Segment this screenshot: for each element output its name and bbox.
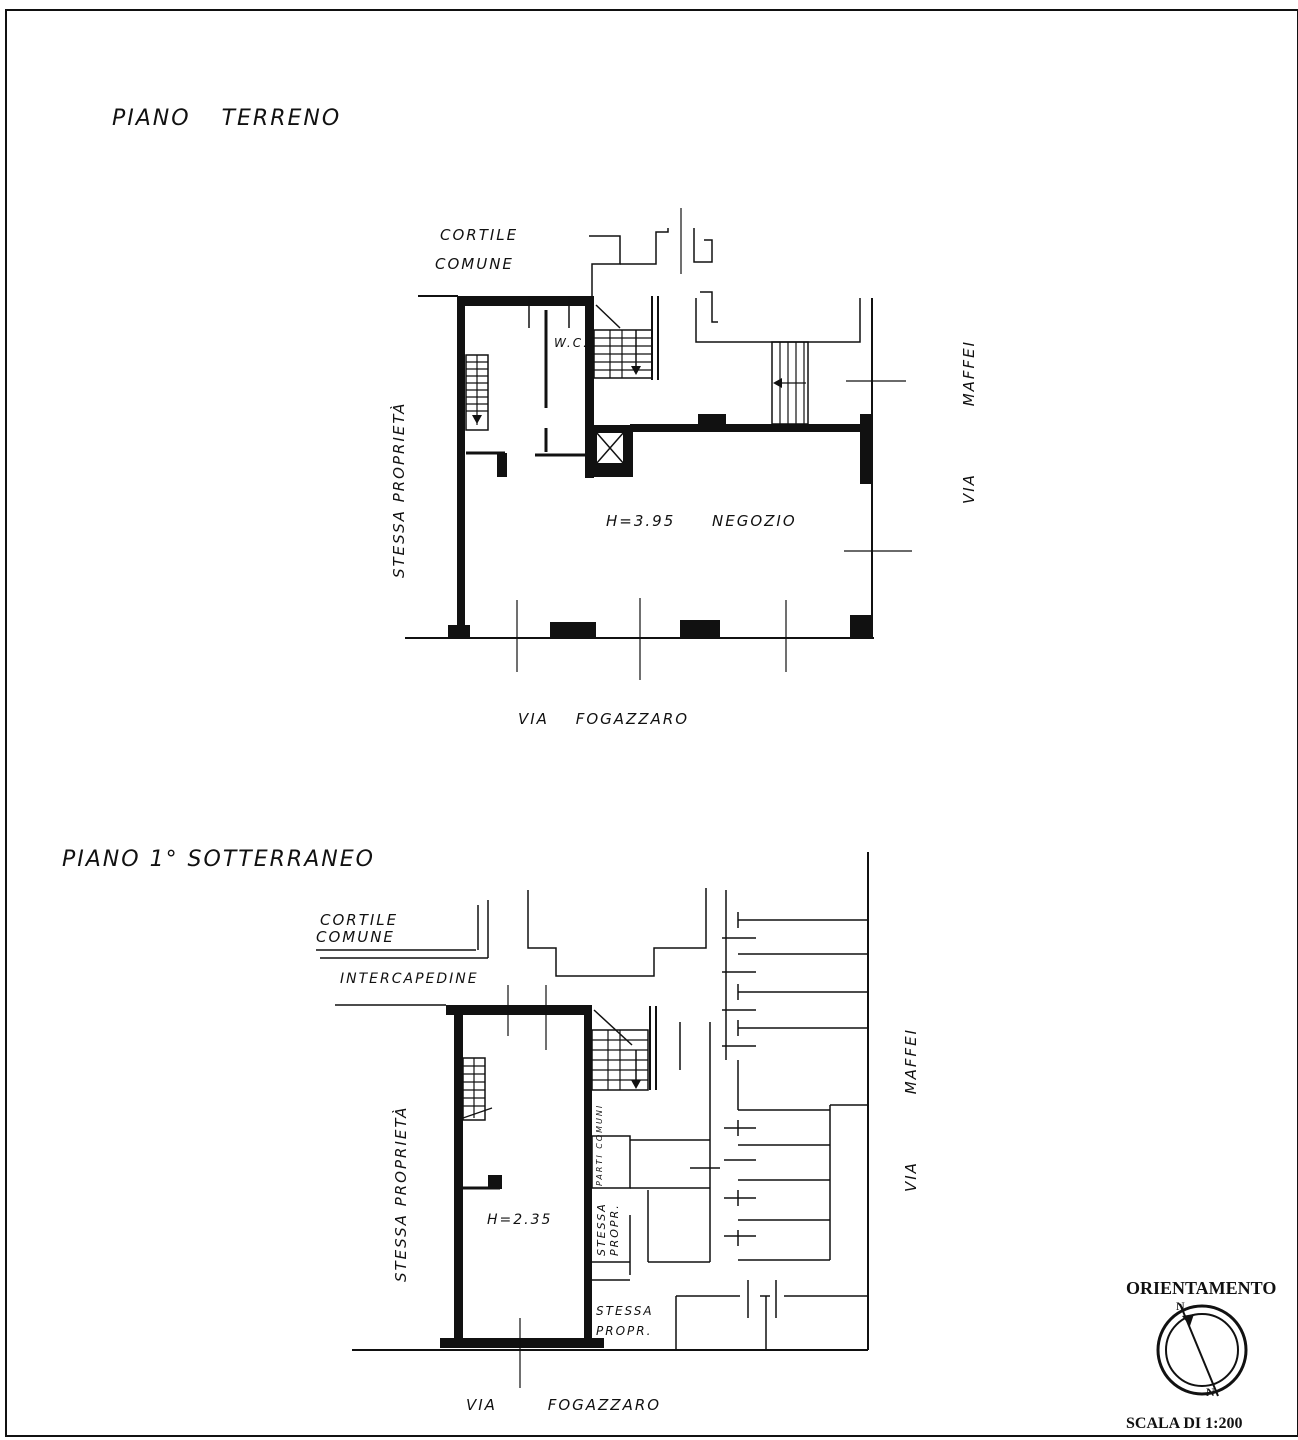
basement-interior-stair bbox=[462, 1057, 493, 1121]
ground-wc-label: W.C. bbox=[554, 336, 589, 350]
ground-common-stair bbox=[593, 296, 659, 380]
basement-side-left-label: STESSA PROPRIETÀ bbox=[391, 1106, 410, 1282]
basement-same-prop-1-line2: PROPR. bbox=[608, 1203, 621, 1256]
ground-height-label: H=3.95 bbox=[606, 512, 675, 530]
ground-shop-pillar-n bbox=[698, 414, 726, 428]
ground-street-label: VIA FOGAZZARO bbox=[518, 710, 689, 728]
ground-west-wall bbox=[457, 296, 465, 636]
ground-pillar-sw bbox=[448, 625, 470, 638]
basement-cellars bbox=[591, 852, 869, 1350]
basement-street-label: VIA FOGAZZARO bbox=[466, 1396, 661, 1414]
basement-courtyard-step bbox=[527, 888, 707, 977]
ground-side-right-label: VIA MAFFEI bbox=[960, 340, 978, 504]
basement-inner-stub bbox=[488, 1175, 502, 1189]
basement-common-stair bbox=[591, 1006, 657, 1091]
basement-same-prop-1-line1: STESSA bbox=[595, 1202, 608, 1256]
ground-courtyard-walls bbox=[589, 208, 861, 343]
ground-pillar-s1 bbox=[550, 622, 596, 638]
basement-height-label: H=2.35 bbox=[487, 1212, 552, 1228]
ground-floor-plan: PIANO TERRENO CORTILE COMUNE bbox=[112, 106, 978, 728]
basement-west-wall bbox=[454, 1005, 463, 1345]
sheet-frame bbox=[5, 9, 1298, 1437]
orientation-label: ORIENTAMENTO bbox=[1126, 1278, 1276, 1298]
ground-courtyard-label-2: COMUNE bbox=[435, 255, 514, 273]
ground-pillar-se bbox=[850, 615, 872, 638]
ground-floor-title: PIANO TERRENO bbox=[112, 106, 341, 131]
basement-plan: PIANO 1° SOTTERRANEO CORTILE COMUNE INTE… bbox=[62, 847, 920, 1414]
ground-courtyard-label-1: CORTILE bbox=[440, 226, 518, 244]
ground-side-left-label: STESSA PROPRIETÀ bbox=[389, 402, 408, 578]
ground-interior-stair bbox=[465, 354, 489, 431]
basement-same-prop-2-line1: STESSA bbox=[596, 1304, 654, 1318]
ground-shop-north-wall bbox=[630, 424, 870, 432]
ground-room-label: NEGOZIO bbox=[712, 512, 797, 530]
basement-cavity-label: INTERCAPEDINE bbox=[340, 971, 479, 987]
basement-title: PIANO 1° SOTTERRANEO bbox=[62, 847, 375, 872]
ground-stair-wall bbox=[585, 296, 594, 478]
ground-north-wall bbox=[457, 296, 591, 306]
compass-north-arrow bbox=[1182, 1314, 1194, 1326]
scale-label: SCALA DI 1:200 bbox=[1126, 1415, 1242, 1432]
basement-side-right-label: VIA MAFFEI bbox=[902, 1028, 920, 1192]
basement-east-wall bbox=[584, 1005, 592, 1345]
basement-courtyard-label-2: COMUNE bbox=[316, 928, 395, 946]
compass-outer-ring bbox=[1156, 1304, 1248, 1396]
basement-common-parts-label: PARTI COMUNI bbox=[595, 1104, 604, 1186]
ground-lift-x2 bbox=[595, 431, 625, 465]
basement-north-wall bbox=[446, 1005, 592, 1015]
ground-street-stair bbox=[771, 341, 809, 425]
basement-courtyard-label-1: CORTILE bbox=[320, 911, 398, 929]
compass-south-letter: N bbox=[1206, 1385, 1215, 1399]
compass-inner-ring bbox=[1165, 1313, 1239, 1387]
basement-same-prop-2-line2: PROPR. bbox=[596, 1324, 652, 1338]
ground-pillar-s2 bbox=[680, 620, 720, 638]
ground-partition-stub bbox=[497, 453, 507, 477]
compass-north-letter: N bbox=[1176, 1299, 1185, 1313]
orientation-legend: ORIENTAMENTO N N SCALA DI 1:200 bbox=[1126, 1278, 1276, 1432]
basement-south-wall bbox=[440, 1338, 604, 1348]
